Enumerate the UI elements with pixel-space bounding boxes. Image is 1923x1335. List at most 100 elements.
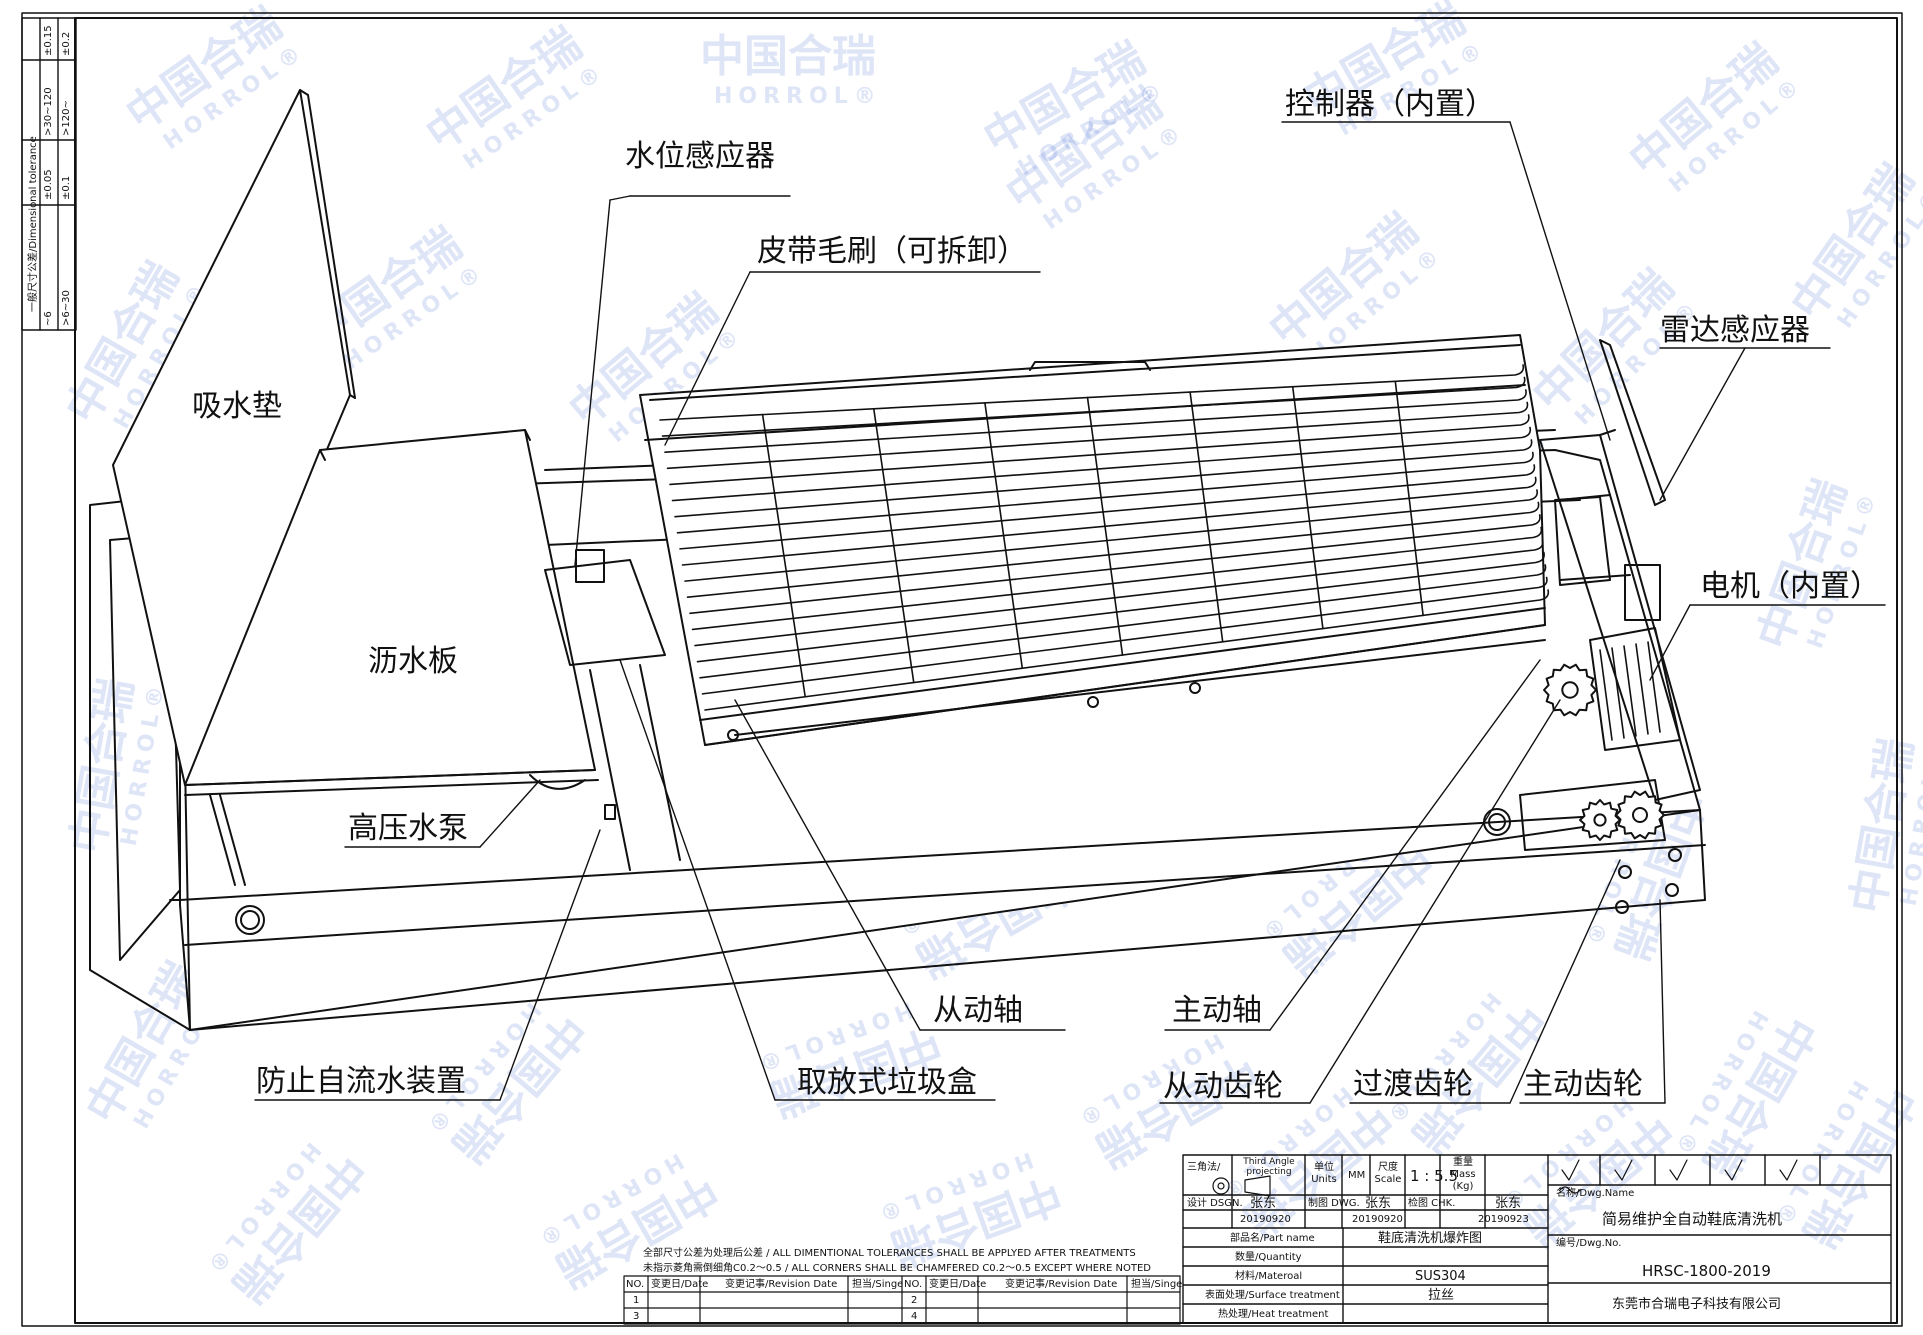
rev-row-3: 3	[633, 1311, 640, 1322]
brush-row	[664, 389, 1527, 454]
leader-lines	[254, 121, 1886, 1104]
label-water-level-sensor: 水位感应器	[625, 139, 775, 174]
tolerance-title: 一般尺寸公差/Dimensional tolerance	[28, 136, 39, 312]
tb-material-label: 材料/Materoal	[1235, 1271, 1303, 1282]
tb-draw-date: 20190920	[1352, 1214, 1403, 1225]
tb-qty-label: 数量/Quantity	[1235, 1252, 1302, 1263]
label-drive-shaft: 主动轴	[1172, 993, 1262, 1028]
brush-rib	[761, 413, 807, 698]
tb-name-label: 名称/Dwg.Name	[1556, 1188, 1635, 1199]
label-driven-gear: 从动齿轮	[1163, 1069, 1283, 1104]
brush-bristle-rows	[659, 364, 1550, 711]
tb-dwg-no: HRSC-1800-2019	[1642, 1262, 1771, 1280]
tb-drawer: 张东	[1365, 1196, 1392, 1211]
label-transition-gear: 过渡齿轮	[1353, 1067, 1473, 1102]
outer-border	[21, 12, 1903, 1327]
transition-gear	[1579, 799, 1621, 841]
tolerance-r1-c3: >30~120	[43, 87, 54, 136]
driven-gear	[1543, 663, 1597, 717]
label-drive-gear: 主动齿轮	[1523, 1067, 1643, 1102]
tb-checker: 张东	[1495, 1196, 1522, 1211]
brush-row	[659, 364, 1525, 421]
tb-unit-label: 单位 Units	[1311, 1162, 1337, 1185]
tb-check-date: 20190923	[1478, 1214, 1529, 1225]
tb-scale-value: 1 : 5.5	[1410, 1167, 1458, 1185]
label-radar-sensor: 雷达感应器	[1660, 313, 1810, 348]
note-tolerance-after-treatment: 全部尺寸公差为处理后公差 / ALL DIMENTIONAL TOLERANCE…	[643, 1248, 1136, 1259]
label-driven-shaft: 从动轴	[933, 993, 1023, 1028]
brush-row	[689, 514, 1541, 615]
tb-mass-label: 重量 Mass (Kg)	[1450, 1157, 1476, 1192]
tolerance-r1-c2: ±0.05	[43, 169, 54, 200]
title-block-frame	[1182, 1154, 1892, 1324]
rev-sign-header: 担当/Singe	[852, 1279, 904, 1290]
revision-table-frame	[623, 1275, 1181, 1325]
gear-train	[1543, 663, 1665, 841]
rev-row-1: 1	[633, 1295, 640, 1306]
tb-draw-label: 制图 DWG.	[1308, 1198, 1360, 1209]
tolerance-r2-c4: ±0.2	[61, 31, 72, 56]
inner-border	[74, 17, 1898, 1324]
brush-row	[661, 376, 1526, 437]
tb-projection-type: Third Angle projecting	[1243, 1157, 1295, 1177]
tolerance-r2-c3: >120~	[61, 100, 72, 136]
label-drain-board: 沥水板	[368, 644, 458, 679]
tb-heat-label: 热处理/Heat treatment	[1218, 1309, 1329, 1320]
brush-rib	[1086, 396, 1124, 656]
label-hp-pump: 高压水泵	[348, 811, 468, 846]
brush-row	[684, 489, 1539, 582]
projection-symbol	[1212, 1175, 1271, 1197]
brush-rib	[872, 407, 915, 684]
tb-dwg-name: 简易维护全自动鞋底清洗机	[1602, 1210, 1783, 1228]
label-anti-selfflow: 防止自流水装置	[256, 1064, 466, 1099]
tolerance-r1-c1: ~6	[43, 311, 54, 326]
motor-fins	[1599, 641, 1661, 741]
brush-row	[691, 526, 1543, 631]
tolerance-r2-c2: ±0.1	[61, 175, 72, 200]
label-controller: 控制器（内置）	[1285, 87, 1495, 122]
brush-row	[676, 451, 1534, 534]
brush-row	[666, 401, 1529, 470]
brush-rib	[984, 402, 1024, 670]
brush-row	[699, 564, 1547, 679]
brush-rib	[1394, 380, 1424, 617]
surface-finish-symbols	[1559, 1159, 1798, 1194]
rev-date-header-2: 变更日/Date	[929, 1279, 987, 1290]
tolerance-r1-c4: ±0.15	[43, 25, 54, 56]
tb-projection-label: 三角法/	[1187, 1162, 1221, 1173]
note-chamfer: 未指示菱角需倒细角C0.2～0.5 / ALL CORNERS SHALL BE…	[643, 1263, 1152, 1274]
label-removable-bin: 取放式垃圾盒	[797, 1065, 977, 1100]
tb-part-name: 鞋底清洗机爆炸图	[1378, 1231, 1483, 1246]
brush-row	[694, 539, 1544, 647]
label-belt-brush: 皮带毛刷（可拆卸）	[757, 234, 1027, 269]
brush-rib	[1189, 391, 1224, 643]
brush-row	[674, 439, 1533, 518]
rev-no-header-2: NO.	[904, 1279, 923, 1290]
tb-scale-label: 尺度 Scale	[1374, 1162, 1402, 1185]
tb-material: SUS304	[1415, 1269, 1466, 1284]
drive-gear	[1615, 790, 1665, 840]
rev-no-header: NO.	[626, 1279, 645, 1290]
tb-surface: 拉丝	[1428, 1288, 1455, 1303]
tb-surface-label: 表面处理/Surface treatment	[1205, 1290, 1340, 1301]
tb-unit-value: MM	[1348, 1170, 1366, 1181]
tb-design-date: 20190920	[1240, 1214, 1291, 1225]
brush-row	[701, 576, 1548, 695]
rev-record-header: 变更记事/Revision Date	[725, 1279, 838, 1290]
brush-row	[696, 551, 1545, 663]
drain-board	[184, 429, 599, 886]
tb-check-label: 检图 CHK.	[1408, 1198, 1456, 1209]
brush-rib	[1291, 385, 1324, 630]
tb-design-label: 设计 DSGN.	[1187, 1198, 1243, 1209]
tb-no-label: 编号/Dwg.No.	[1556, 1238, 1622, 1249]
brush-row	[704, 589, 1550, 711]
brush-row	[686, 501, 1540, 599]
tb-part-label: 部品名/Part name	[1230, 1233, 1315, 1244]
label-motor: 电机（内置）	[1700, 569, 1880, 604]
rev-sign-header-2: 担当/Singe	[1131, 1279, 1183, 1290]
brush-row	[679, 464, 1536, 550]
brush-row	[671, 426, 1532, 502]
rev-date-header: 变更日/Date	[651, 1279, 709, 1290]
